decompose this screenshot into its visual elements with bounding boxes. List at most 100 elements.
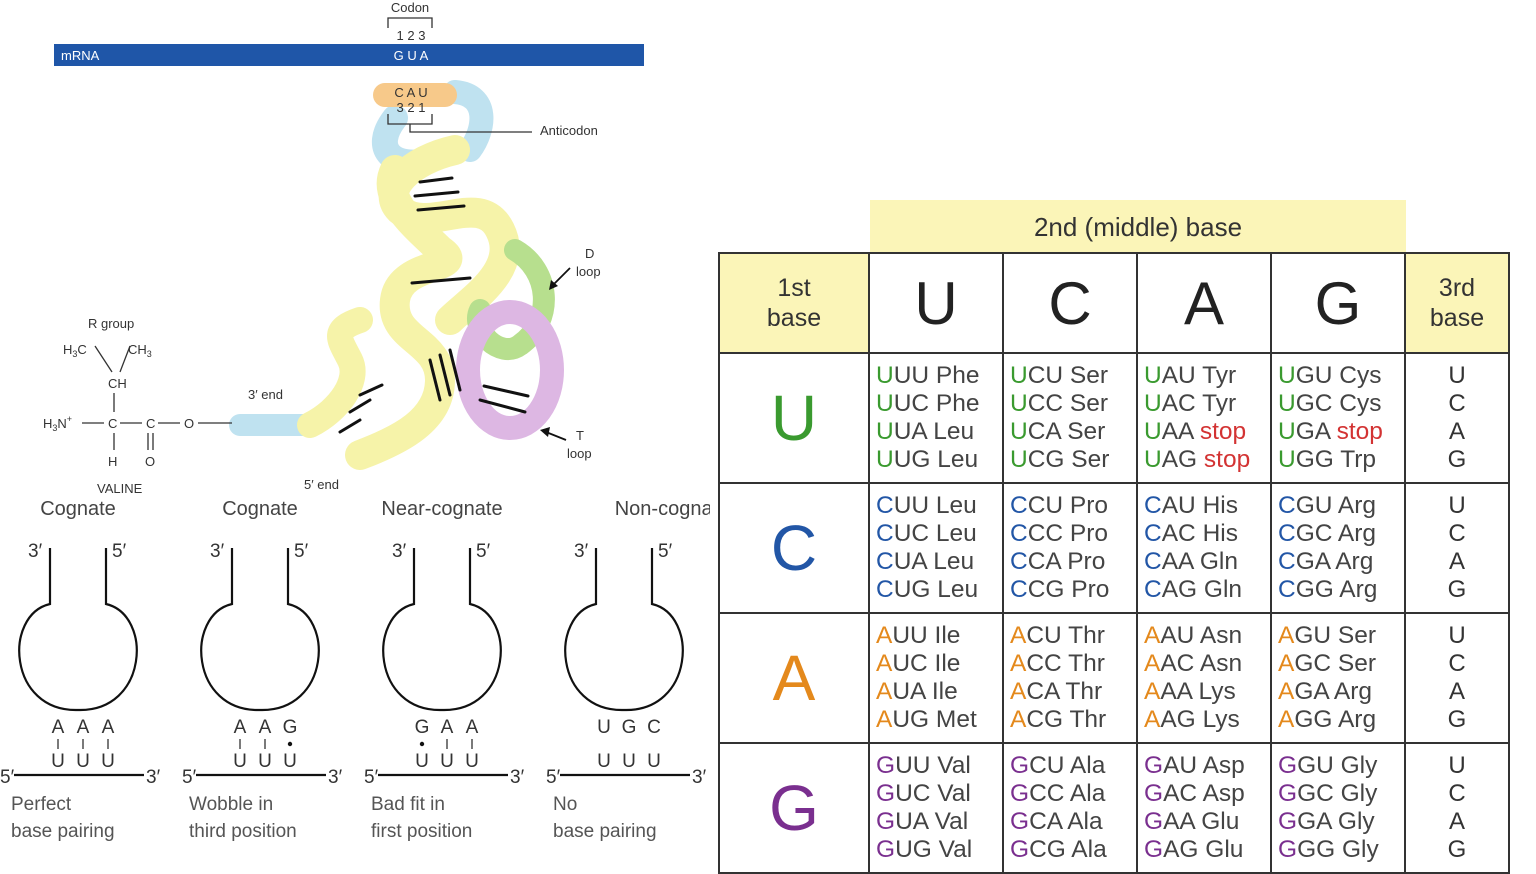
codon-first-letter: U [876,418,894,445]
mrna-three-prime: 3′ [146,767,161,788]
codon-first-letter: C [1144,548,1162,575]
codon-entry: CCC Pro [1010,520,1136,548]
amino-acid-label: Thr [1065,678,1103,705]
codon-rest: CU [1027,492,1064,519]
codon-first-letter: A [876,650,893,677]
codon-entry: GGC Gly [1278,780,1404,808]
codon-first-letter: A [876,622,893,649]
codon-rest: UU [895,752,931,779]
codon-rest: UU [892,622,928,649]
pairing-caption-line1: No [553,794,577,815]
codon-rest: GC [1295,390,1333,417]
anticodon-base: A [77,717,90,738]
mrna-five-prime: 5′ [0,767,15,788]
amino-acid-label: Ile [931,678,958,705]
codon-first-letter: G [1278,780,1298,807]
codon-entry: AGA Arg [1278,678,1404,706]
codon-rest: AC [1160,650,1195,677]
amino-acid-label: Leu [935,492,977,519]
anticodon-base: G [415,717,430,738]
second-base-header: 2nd (middle) base [870,200,1406,254]
anticodon-label: Anticodon [540,123,598,138]
codon-entry: GCC Ala [1010,780,1136,808]
codon-rest: CC [1027,520,1064,547]
trna-loop-outline [200,548,320,712]
codon-first-letter: A [1010,678,1027,705]
codon-first-letter: U [1278,446,1296,473]
mrna-five-prime: 5′ [546,767,561,788]
anticodon-base: A [259,717,272,738]
codon-entry: GUU Val [876,752,1002,780]
codon-rest: AG [1161,576,1198,603]
loop-five-prime: 5′ [294,541,309,562]
loop-five-prime: 5′ [658,541,673,562]
codon-first-letter: U [1278,362,1296,389]
amino-acid-label: Pro [1069,492,1109,519]
mrna-five-prime: 5′ [182,767,197,788]
codon-base: U [101,751,115,772]
codon-rest: AA [1161,548,1194,575]
mrna-strand [54,44,644,66]
pairing-caption-line2: base pairing [11,821,115,842]
svg-text:O: O [184,416,194,431]
codon-base: U [233,751,247,772]
codon-entry: CCG Pro [1010,576,1136,604]
anticodon-base: U [597,717,611,738]
codon-entry: UGA stop [1278,418,1404,446]
codon-entry: UGU Cys [1278,362,1404,390]
amino-acid-label: Ala [1067,808,1103,835]
codon-rest: AU [1163,752,1198,779]
amino-acid-label: Val [934,808,969,835]
codon-base: U [51,751,65,772]
codon-rest: AA [1160,678,1192,705]
stop-codon-label: stop [1203,446,1251,473]
loop-three-prime: 3′ [392,541,407,562]
codon-entry: GUG Val [876,836,1002,864]
codon-first-letter: C [1278,576,1296,603]
codon-first-letter: G [876,836,896,863]
codon-rest: GG [1294,706,1333,733]
pairing-caption-line1: Perfect [11,794,72,815]
codon-first-letter: C [1144,520,1162,547]
amino-acid-label: Arg [1339,576,1378,603]
anticodon-base: C [647,717,661,738]
codon-entry: UGC Cys [1278,390,1404,418]
codon-rest: CA [1027,418,1061,445]
codon-base: U [647,751,661,772]
codon-rest: UG [895,836,932,863]
codon-entry: UAU Tyr [1144,362,1270,390]
loop-five-prime: 5′ [476,541,491,562]
codon-first-letter: C [1278,548,1296,575]
codon-first-letter: U [1010,446,1028,473]
codon-rest: UA [892,678,926,705]
first-base-cell: U [718,352,870,484]
d-loop-label: D [585,246,594,261]
wobble-bond-dot [419,741,425,747]
pairing-caption-line1: Bad fit in [371,794,445,815]
mrna-codon-sequence: G U A [394,48,429,63]
codon-rest: CA [1027,548,1061,575]
codon-rest: GA [1295,418,1330,445]
amino-acid-label: Arg [1337,706,1377,733]
codon-rest: UG [892,706,930,733]
codon-bracket [387,17,433,28]
amino-acid-label: Ala [1071,836,1107,863]
codon-first-letter: G [1010,752,1030,779]
codon-rest: CC [1027,390,1064,417]
codon-entry: GUA Val [876,808,1002,836]
codon-first-letter: G [1278,752,1298,779]
codon-base: U [622,751,636,772]
amino-acid-label: Leu [933,418,975,445]
codon-first-letter: A [1010,706,1027,733]
codon-rest: AC [1161,520,1196,547]
amino-acid-label: Cys [1339,390,1382,417]
codon-first-letter: G [1010,836,1030,863]
codon-first-letter: U [1010,362,1028,389]
